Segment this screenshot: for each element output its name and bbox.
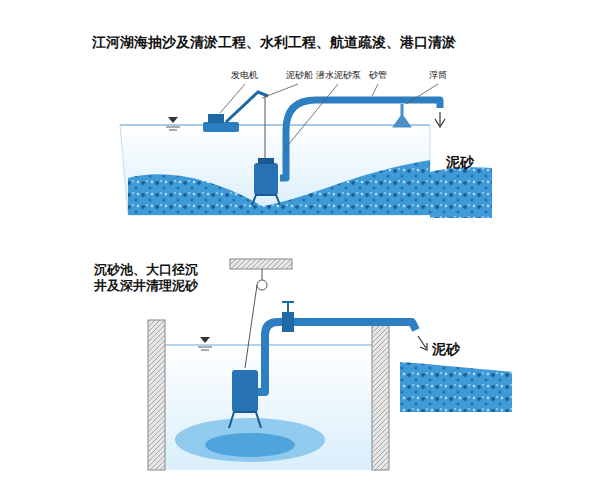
leader-lines [220,84,438,150]
water-body [120,125,430,215]
crane-arm [226,92,268,122]
tank-wall [372,320,389,470]
flow-arrow [418,336,427,350]
support-beam [230,259,292,269]
part-label: 潜水泥砂泵 [316,70,361,81]
water-level-symbol [168,117,178,123]
cable [245,285,257,368]
dredging-scene [120,84,492,218]
sediment [128,160,430,215]
water-level-symbol [200,337,210,343]
submersible-pump [232,370,258,412]
scene-heading: 沉砂池、大口径沉井及深井清理泥砂 [94,262,202,293]
water-surface [120,125,430,126]
title: 江河湖海抽沙及清淤工程、水利工程、航道疏浚、港口清淤 [92,34,456,51]
swirl [175,418,325,462]
sand-pile [430,167,492,218]
discharge-pipe [258,322,416,392]
cable [265,96,266,162]
flow-arrow [435,112,445,127]
generator [208,114,224,123]
submersible-pump [254,163,278,195]
part-label: 发电机 [231,70,258,81]
output-label: 泥砂 [446,154,474,171]
tank-wall [148,320,165,470]
sand-pile [400,362,512,412]
settling-tank-scene [148,259,512,470]
float [395,104,409,126]
part-label: 泥砂船 [286,70,313,81]
pulley [257,280,267,290]
sand-boat [203,122,239,132]
part-label: 浮筒 [429,70,447,81]
output-label: 泥砂 [432,341,460,358]
valve [282,312,294,332]
part-label: 砂管 [369,70,387,81]
sand-pipe [280,100,440,178]
